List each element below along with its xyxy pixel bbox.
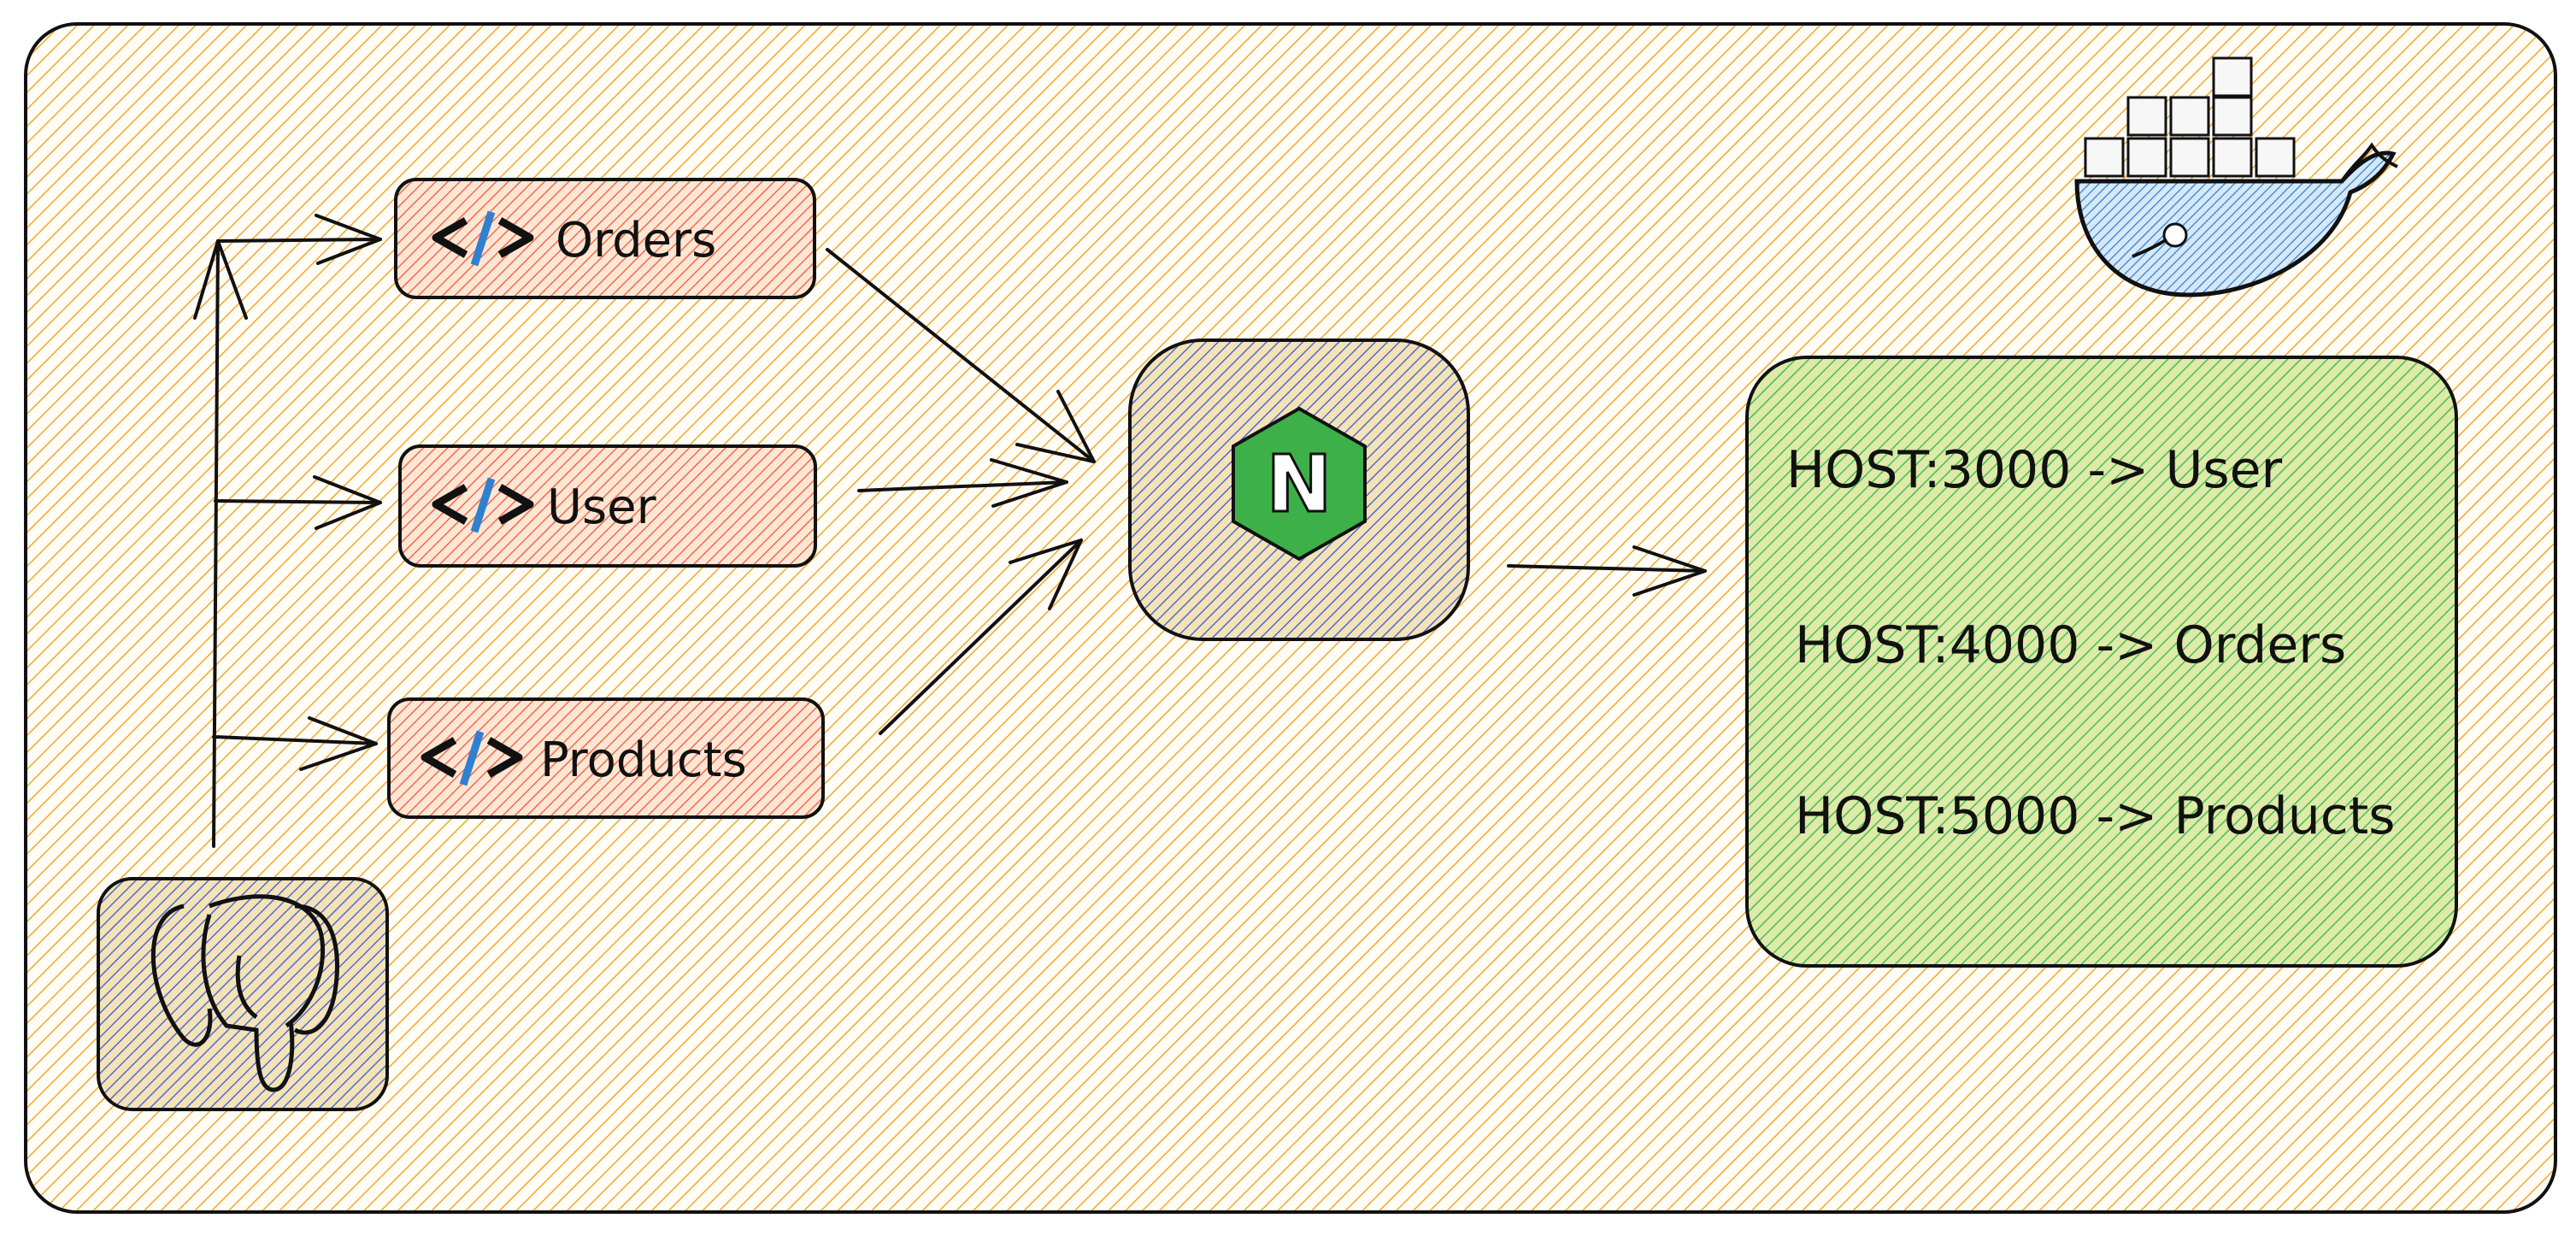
gateway-to-routes-arrow <box>1507 564 1707 573</box>
service-orders: Orders <box>394 178 816 299</box>
arrow-to-products-head <box>299 716 378 771</box>
service-user-box <box>398 444 817 568</box>
route-item: HOST:4000 -> Orders <box>1795 615 2346 675</box>
user-to-gateway-arrow <box>857 480 1068 492</box>
service-orders-label: Orders <box>556 213 716 268</box>
gateway-to-routes-head <box>1632 545 1707 597</box>
service-user-label: User <box>547 480 657 535</box>
gateway-connectors <box>826 248 1707 735</box>
route-item: HOST:3000 -> User <box>1786 440 2283 500</box>
database-node <box>97 877 389 1111</box>
arrow-to-products <box>212 735 378 745</box>
products-to-gateway-arrow <box>879 539 1083 735</box>
arrow-to-orders <box>216 238 382 243</box>
code-icon <box>432 477 534 533</box>
nginx-icon <box>1232 406 1367 562</box>
arrow-to-orders-head <box>315 214 382 265</box>
postgres-elephant-icon <box>150 894 339 1092</box>
user-to-gateway-head <box>990 458 1068 508</box>
code-icon <box>432 210 534 267</box>
service-user: User <box>398 444 817 568</box>
gateway-node: N <box>1128 338 1470 641</box>
db-trunk-line <box>212 239 220 848</box>
orders-to-gateway-head <box>1015 390 1096 463</box>
code-icon <box>421 730 523 786</box>
arrow-to-user <box>214 499 382 504</box>
orders-to-gateway-arrow <box>826 248 1096 463</box>
docker-whale-icon <box>2074 56 2398 297</box>
products-to-gateway-head <box>1009 539 1083 610</box>
routing-box <box>1745 356 2458 968</box>
service-products-box <box>387 697 825 819</box>
service-products-label: Products <box>540 733 747 788</box>
routing-table: HOST:3000 -> User HOST:4000 -> Orders HO… <box>1745 356 2458 968</box>
nginx-letter: N <box>1267 438 1332 530</box>
service-products: Products <box>387 697 825 819</box>
arrow-to-user-head <box>313 475 382 530</box>
route-item: HOST:5000 -> Products <box>1795 786 2396 846</box>
service-orders-box <box>394 178 816 299</box>
database-connectors <box>193 214 382 848</box>
